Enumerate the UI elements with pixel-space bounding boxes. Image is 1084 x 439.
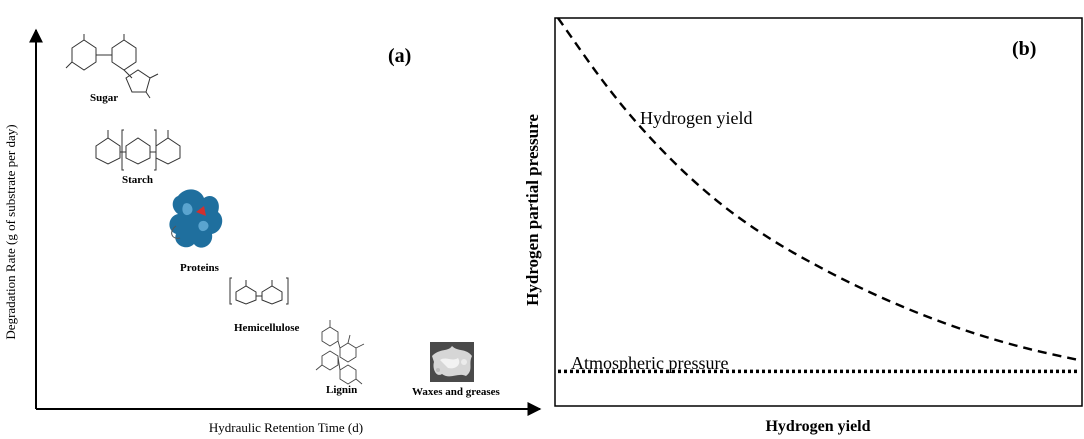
- panel-a-x-label: Hydraulic Retention Time (d): [209, 420, 363, 435]
- panel-a-category-waxes-and-greases: Waxes and greases: [412, 386, 501, 398]
- panel-a-label: (a): [388, 45, 411, 67]
- panel-b-plot-frame: [554, 17, 1083, 407]
- panel-a-category-lignin: Lignin: [326, 384, 357, 396]
- panel-b-label: (b): [1012, 38, 1036, 60]
- panel-a-y-label: Degradation Rate (g of substrate per day…: [3, 124, 18, 339]
- panel-a-category-starch: Starch: [122, 174, 153, 186]
- lignin-structure-icon: [315, 320, 365, 385]
- panel-a: (a) Hydraulic Retention Time (d) Degrada…: [3, 28, 542, 435]
- hemicellulose-structure-icon: [229, 277, 289, 305]
- sugar-structure-icon: [65, 34, 159, 99]
- series-label-atmospheric-pressure: Atmospheric pressure: [571, 353, 728, 373]
- series-line-hydrogen-yield: [557, 17, 1082, 362]
- starch-structure-icon: [95, 129, 181, 171]
- panel-b-x-label: Hydrogen yield: [765, 418, 870, 435]
- waxes-photo-icon: [430, 342, 474, 382]
- panel-b: (b) Hydrogen yield Hydrogen partial pres…: [523, 17, 1083, 435]
- panel-a-category-sugar: Sugar: [90, 92, 118, 104]
- panel-a-category-proteins: Proteins: [180, 262, 220, 274]
- panel-a-category-hemicellulose: Hemicellulose: [234, 322, 299, 334]
- series-label-hydrogen-yield: Hydrogen yield: [640, 108, 752, 128]
- panel-b-y-label: Hydrogen partial pressure: [523, 114, 542, 306]
- protein-structure-icon: [169, 189, 223, 248]
